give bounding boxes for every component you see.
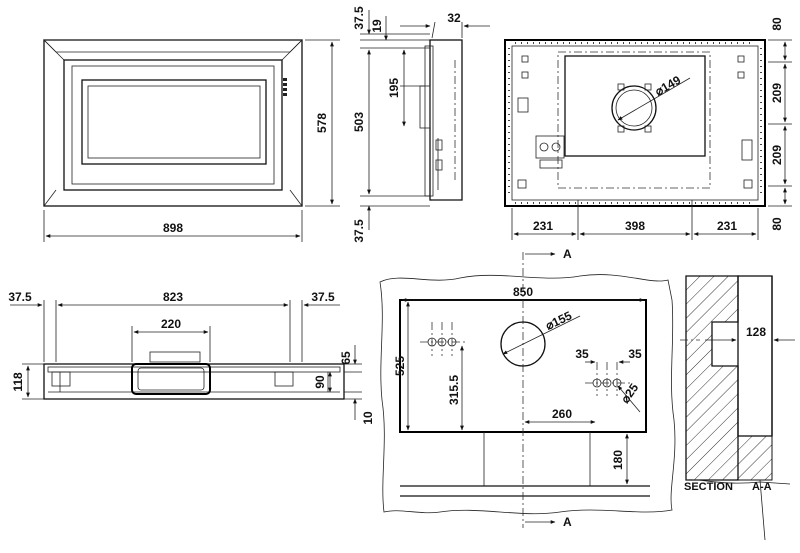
- top-outlet-width: 220: [161, 317, 181, 331]
- rear-bottom-dim-2: 398: [625, 219, 645, 233]
- wall-plan: A A 850 525 ⌀155: [379, 247, 676, 529]
- top-view: 37.5 823 37.5 220 118 65 90 10: [8, 290, 375, 425]
- section-mark-top: A: [563, 247, 572, 261]
- rear-outlet-diameter: ⌀149: [653, 73, 684, 99]
- rear-right-dim-3: 209: [770, 145, 784, 165]
- section-depth: 128: [746, 325, 766, 339]
- side-top-offset: 37.5: [352, 6, 366, 30]
- top-left-height: 118: [11, 372, 25, 392]
- section-mark-label: A-A: [752, 481, 772, 493]
- fix-diameter: ⌀25: [618, 381, 641, 406]
- top-right-offset: 37.5: [311, 290, 335, 304]
- rear-component-box: [535, 135, 565, 169]
- top-dim-10: 10: [361, 411, 375, 425]
- duct-hole-diameter: ⌀155: [543, 308, 574, 332]
- rear-bottom-dim-1: 231: [533, 219, 553, 233]
- top-dim-65: 65: [339, 351, 353, 365]
- duct-hole: [500, 321, 546, 367]
- top-left-offset: 37.5: [8, 290, 32, 304]
- left-fixing-holes: [420, 322, 465, 356]
- side-body-height: 503: [352, 112, 366, 132]
- wall-dim-315: 315.5: [447, 375, 461, 405]
- top-dim-90: 90: [313, 375, 327, 389]
- top-outlet: [131, 351, 211, 395]
- section-mark-bottom: A: [563, 515, 572, 529]
- rear-right-dim-1: 80: [770, 17, 784, 31]
- wall-width: 850: [513, 285, 533, 299]
- rear-right-dim-2: 209: [770, 83, 784, 103]
- section-view: 128 SECTION A-A: [680, 275, 795, 541]
- front-view: 898 578: [43, 39, 340, 242]
- rear-right-dim-4: 80: [770, 217, 784, 231]
- side-upper-height: 195: [387, 78, 401, 98]
- front-width-label: 898: [163, 221, 183, 235]
- rear-bottom-dim-3: 231: [717, 219, 737, 233]
- top-inner-width: 823: [163, 290, 183, 304]
- wall-height: 525: [393, 356, 407, 376]
- side-view: 37.5 19 32 195 503 37.5: [352, 6, 490, 243]
- side-bottom-offset: 37.5: [352, 219, 366, 243]
- wall-dim-35-right: 35: [628, 347, 642, 361]
- front-height-label: 578: [315, 113, 329, 133]
- control-buttons: [283, 78, 287, 96]
- section-title: SECTION: [684, 481, 733, 493]
- rear-view: ⌀149 80 209 209 80: [504, 17, 792, 240]
- right-fixing-holes: [585, 362, 630, 396]
- side-top-depth: 32: [447, 11, 461, 25]
- wall-dim-260: 260: [552, 407, 572, 421]
- rear-outlet-circle: [611, 85, 657, 131]
- wall-outline: [379, 274, 676, 515]
- wall-dim-180: 180: [611, 450, 625, 470]
- side-top-small: 19: [370, 19, 384, 33]
- rear-edge-dots: [508, 42, 762, 204]
- wall-dim-35-left: 35: [575, 347, 589, 361]
